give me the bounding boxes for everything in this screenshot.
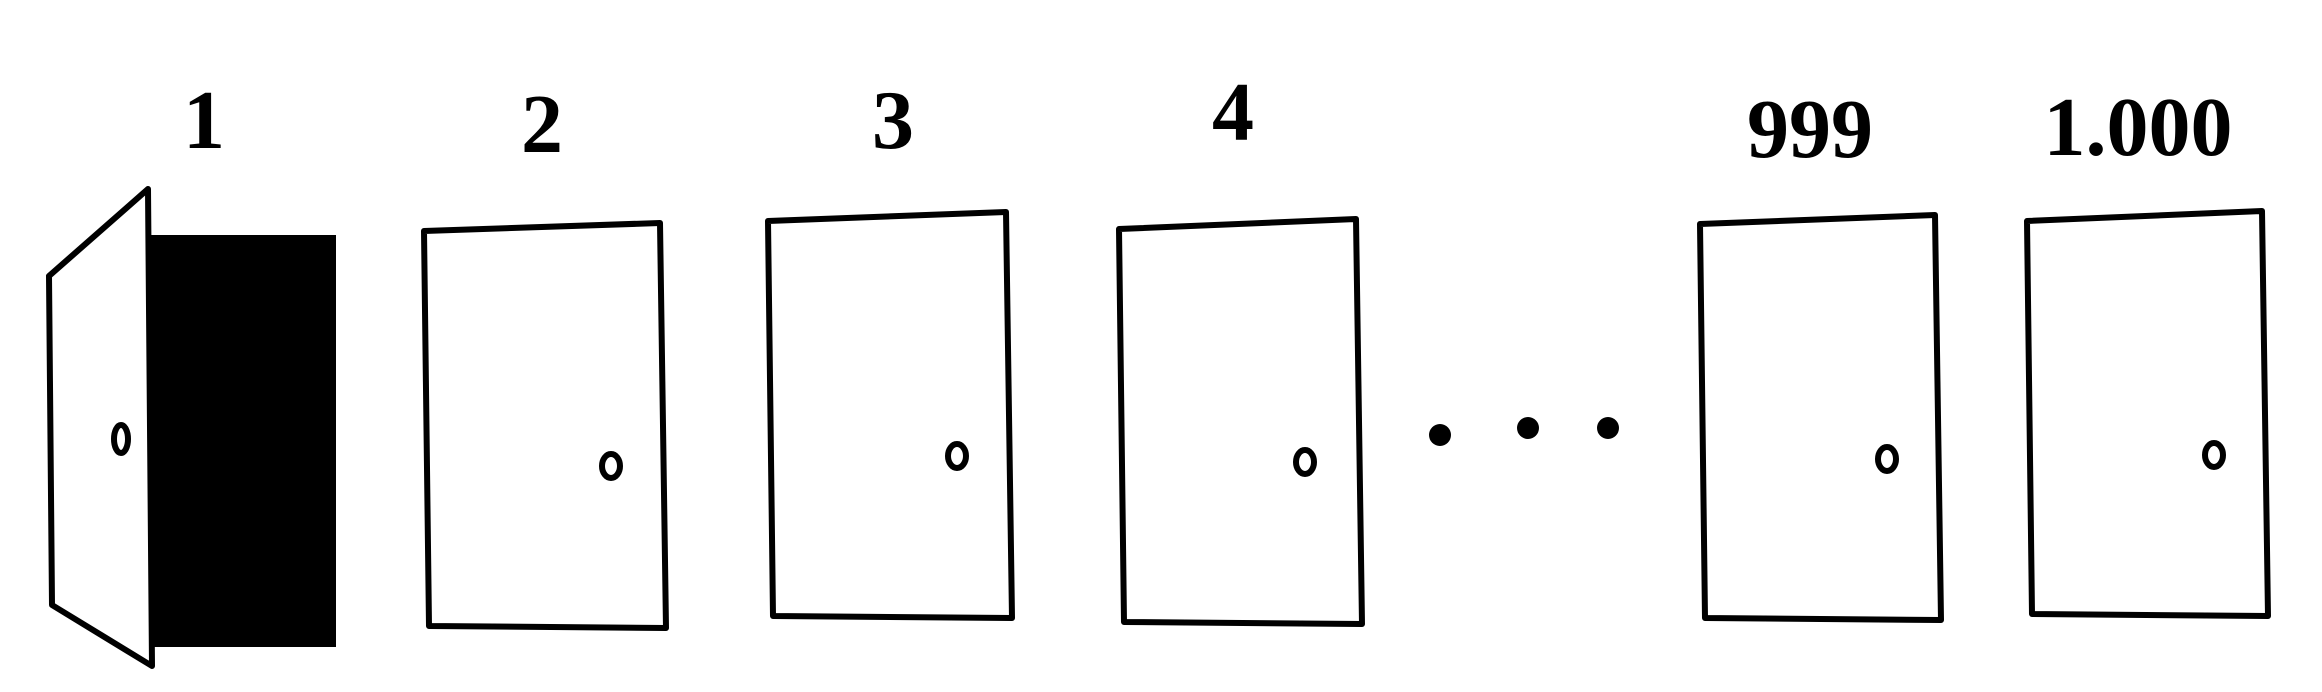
door-panel	[1697, 212, 1944, 623]
door-1000: 1.000	[2024, 81, 2271, 619]
open-doorway	[149, 235, 336, 647]
door-panel	[1116, 216, 1365, 627]
door-knob-icon	[599, 451, 623, 481]
door-knob-icon	[945, 441, 969, 471]
door-panel	[421, 220, 669, 631]
door-999: 999	[1697, 83, 1944, 623]
door-3: 3	[765, 74, 1015, 621]
ellipsis-dot	[1517, 417, 1539, 439]
ellipsis-dots	[1429, 417, 1619, 446]
door-label: 1.000	[2044, 81, 2233, 174]
door-label: 3	[872, 74, 914, 167]
open-door-panel	[46, 186, 155, 669]
door-label: 1	[183, 74, 225, 167]
door-knob-icon	[2202, 440, 2226, 470]
door-label: 2	[521, 78, 563, 171]
door-panel	[2024, 208, 2271, 619]
door-label: 999	[1747, 83, 1873, 176]
ellipsis-dot	[1597, 417, 1619, 439]
door-knob-icon	[1875, 444, 1899, 474]
door-panel	[765, 209, 1015, 621]
door-1: 1	[46, 74, 336, 669]
door-knob-icon	[111, 422, 131, 456]
door-2: 2	[421, 78, 669, 631]
door-knob-icon	[1293, 447, 1317, 477]
ellipsis-dot	[1429, 424, 1451, 446]
door-4: 4	[1116, 66, 1365, 627]
door-label: 4	[1212, 66, 1254, 159]
